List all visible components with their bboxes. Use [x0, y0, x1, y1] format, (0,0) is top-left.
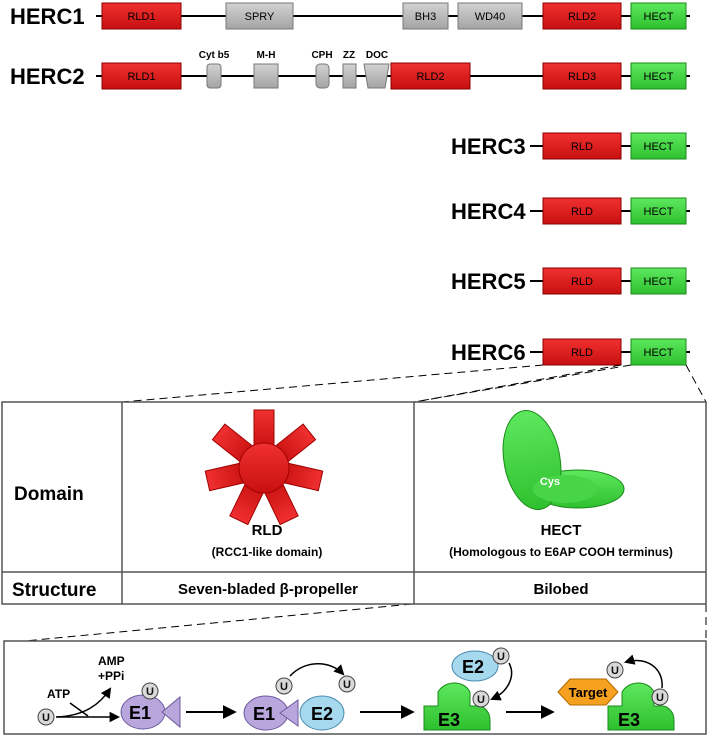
herc1-rld2-domain — [542, 2, 622, 30]
atp-label: ATP — [47, 687, 70, 701]
herc5-rld-label: RLD — [571, 276, 593, 288]
herc2-rld1-domain — [101, 62, 182, 90]
e3-bound-ub-label: U — [477, 694, 485, 706]
herc2-hect-domain — [630, 62, 687, 90]
herc1-wd40-label: WD40 — [475, 11, 506, 23]
e1-ub-label: U — [146, 686, 154, 698]
e3-label-1: E3 — [438, 710, 460, 730]
zoom-lines — [3, 364, 707, 644]
herc3-hect-domain — [630, 132, 687, 160]
rld-subtitle: (RCC1-like domain) — [212, 545, 323, 559]
protein-name-herc2: HERC2 — [10, 64, 85, 89]
herc1-spry-label: SPRY — [245, 11, 275, 23]
hect-subtitle: (Homologous to E6AP COOH terminus) — [449, 545, 673, 559]
herc1-rld1-domain — [101, 2, 182, 30]
ppi-label: +PPi — [98, 669, 124, 683]
e2-complex-ub-label: U — [343, 679, 351, 691]
hect-title: HECT — [541, 522, 582, 539]
herc6-hect-label: HECT — [644, 347, 674, 359]
e2-complex-label: E2 — [311, 704, 333, 724]
herc1-hect-domain — [630, 2, 687, 30]
e3-label-2: E3 — [618, 710, 640, 730]
herc6-rld-domain — [542, 338, 622, 366]
herc3-rld-domain — [542, 132, 622, 160]
e3-target-complex: Target E3 U U — [557, 654, 675, 731]
protein-name-herc5: HERC5 — [451, 269, 526, 294]
e1-enzyme: E1 U — [120, 682, 181, 730]
herc1-wd40-domain — [457, 2, 523, 30]
herc2-zz-label: ZZ — [343, 50, 355, 61]
herc2-cph-label: CPH — [311, 50, 332, 61]
herc5-hect-label: HECT — [644, 276, 674, 288]
herc6-rld-label: RLD — [571, 347, 593, 359]
e2-bound-ub-label: U — [497, 651, 505, 663]
protein-name-herc3: HERC3 — [451, 134, 526, 159]
rld-title: RLD — [252, 522, 283, 539]
rld-propeller-icon — [204, 409, 324, 526]
herc2-rld2-label: RLD2 — [416, 71, 444, 83]
herc4-rld-domain — [542, 197, 622, 225]
domain-table: Domain Structure Cys RLD (RCC1-like doma… — [1, 401, 707, 605]
herc1-spry-domain — [225, 2, 294, 30]
protein-name-herc1: HERC1 — [10, 4, 85, 29]
domain-architecture: HERC1 HERC2 HERC3 HERC4 HERC5 HERC6 RLD1… — [10, 2, 690, 366]
herc2-mh-domain — [253, 63, 279, 89]
herc2-cytb5-domain — [206, 63, 222, 89]
herc3-rld-label: RLD — [571, 141, 593, 153]
herc2-doc-label: DOC — [366, 50, 388, 61]
hect-bilobed-icon: Cys — [502, 410, 625, 510]
herc2-rld2-domain — [390, 62, 471, 90]
herc1-bh3-label: BH3 — [415, 11, 436, 23]
herc2-rld3-label: RLD3 — [568, 71, 596, 83]
herc6-hect-domain — [630, 338, 687, 366]
herc3-hect-label: HECT — [644, 141, 674, 153]
herc1-bh3-domain — [402, 2, 449, 30]
cys-label: Cys — [540, 476, 560, 488]
herc4-hect-domain — [630, 197, 687, 225]
ubiquitin-free — [37, 708, 55, 726]
herc2-cph-domain — [315, 63, 330, 89]
herc2-cytb5-label: Cyt b5 — [199, 50, 230, 61]
herc1-rld2-label: RLD2 — [568, 11, 596, 23]
amp-label: AMP — [98, 654, 125, 668]
e3-e2-complex: E3 E2 U U — [423, 647, 513, 731]
row-label-structure: Structure — [12, 580, 96, 601]
protein-name-herc4: HERC4 — [451, 199, 526, 224]
e1-e2-complex: E1 E2 U U — [243, 663, 356, 731]
herc5-hect-domain — [630, 267, 687, 295]
herc5-rld-domain — [542, 267, 622, 295]
herc4-rld-label: RLD — [571, 206, 593, 218]
rld-structure: Seven-bladed β-propeller — [178, 581, 358, 598]
herc4-hect-label: HECT — [644, 206, 674, 218]
target-label: Target — [569, 685, 608, 700]
herc2-mh-label: M-H — [257, 50, 276, 61]
herc1-hect-label: HECT — [644, 11, 674, 23]
ubiquitin-free-label: U — [42, 712, 50, 724]
e3-final-ub-label: U — [656, 692, 664, 704]
herc1-rld1-label: RLD1 — [127, 11, 155, 23]
e1-label: E1 — [129, 703, 151, 723]
protein-name-herc6: HERC6 — [451, 340, 526, 365]
hect-structure: Bilobed — [534, 581, 589, 598]
herc2-rld1-label: RLD1 — [127, 71, 155, 83]
herc2-rld3-domain — [542, 62, 622, 90]
herc2-doc-domain — [363, 63, 390, 89]
ubiquitination-cascade: ATP AMP +PPi U E1 U E1 E2 U U — [3, 640, 707, 735]
herc2-zz-domain — [342, 63, 357, 89]
herc2-hect-label: HECT — [644, 71, 674, 83]
e1-complex-ub-label: U — [280, 681, 288, 693]
row-label-domain: Domain — [14, 484, 84, 505]
e2-bound-label: E2 — [462, 657, 484, 677]
e1-complex-label: E1 — [253, 704, 275, 724]
target-ub-label: U — [611, 665, 619, 677]
